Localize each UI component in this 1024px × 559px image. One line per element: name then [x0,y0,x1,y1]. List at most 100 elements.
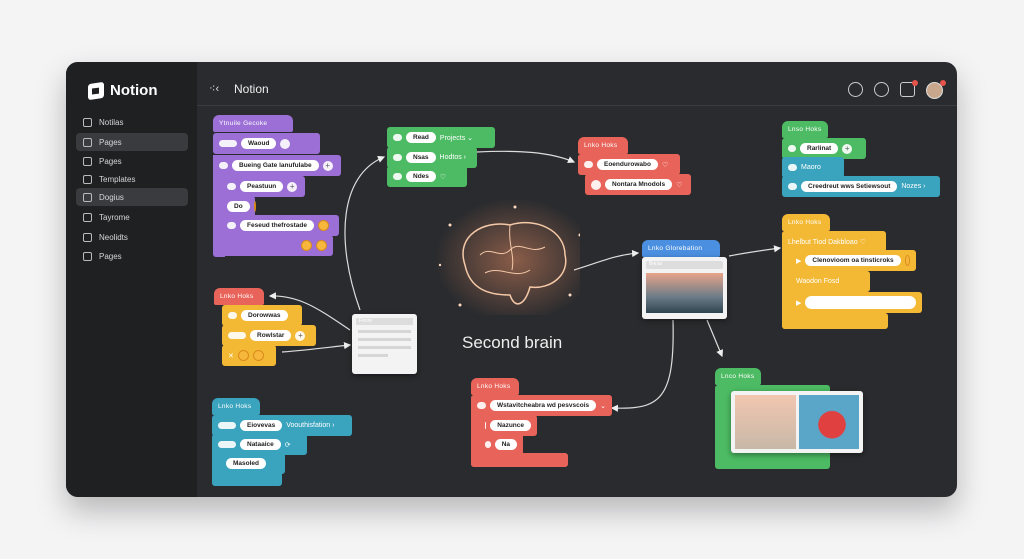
photo-card[interactable] [731,391,863,453]
block[interactable]: Ndes♡ [387,166,467,187]
block[interactable]: Waoud [213,133,320,154]
inbox-icon[interactable] [900,80,918,97]
block-input[interactable]: Masoled [226,458,267,469]
avatar[interactable] [926,80,946,99]
block[interactable]: Peastuun+ [221,176,305,197]
block-hat[interactable]: Lnko Glorebation [642,240,720,257]
block[interactable]: Eoendurowabo♡ [578,154,680,175]
chat-icon[interactable] [874,82,889,97]
block[interactable] [212,472,282,486]
block-input[interactable]: Na [494,439,517,450]
emoji-icon [301,240,312,251]
header: ⁖‹ Notion [197,72,957,106]
block-hat[interactable]: Lnko Hoks [471,378,519,395]
block-hat[interactable]: Lnso Hoks [782,121,828,138]
block[interactable]: Nazunce [479,415,537,436]
block-input[interactable]: Creedreut wws Setiewsout [801,181,898,192]
block-hat[interactable]: Ytnuile Gecoke [213,115,293,132]
sidebar-item-label: Pages [99,156,122,166]
sidebar-item-tayrome[interactable]: Tayrome [76,208,188,226]
block[interactable]: Masoled [220,453,285,474]
block-input[interactable]: Do [227,201,250,212]
block-input[interactable]: Nazunce [490,420,531,431]
sidebar-item-label: Templates [99,174,136,184]
block-hat[interactable]: Lnko Hoks [782,214,830,231]
block-input[interactable]: Nsas [406,152,436,163]
search-icon[interactable] [848,82,863,97]
block-input[interactable]: Bueing Gate lanufulabe [232,160,319,171]
block[interactable]: Bueing Gate lanufulabe+ [213,155,341,176]
arrow [344,155,386,311]
block[interactable]: Nontara Mnodols♡ [585,174,691,195]
block-hat[interactable]: Lnko Hoks [214,288,264,305]
block[interactable]: Wstavitcheabra wd pesvscois⌄ [471,395,612,416]
block-input-empty[interactable] [805,296,916,309]
home-icon [83,137,92,147]
block[interactable]: ▶ [790,292,922,313]
plus-icon[interactable]: + [322,160,333,171]
card-title-bar: Fonre [356,318,413,325]
block-input[interactable]: Rowlstar [250,330,292,341]
block-input[interactable]: Read [406,132,436,143]
sidebar-item-label: Neolidts [99,232,128,242]
sidebar-item-dogius[interactable]: Dogius [76,188,188,206]
plus-icon[interactable]: + [842,143,853,154]
card-title-bar: Bnnar [646,261,723,269]
block[interactable]: Waodon Fosd [790,271,870,292]
heart-photo [798,395,859,449]
image-card[interactable]: Bnnar [642,257,727,319]
block-label: Projects ⌄ [439,134,474,142]
block[interactable]: Rowlstar+ [222,325,316,346]
block[interactable]: Lhelbut Tiod Dakbloao ♡ [782,231,886,252]
sidebar-item-pages-3[interactable]: Pages [76,247,188,265]
plus-icon[interactable]: + [287,181,298,192]
block-hat[interactable]: Lnko Hoks [578,137,628,154]
sidebar-item-templates[interactable]: Templates [76,170,188,188]
block-input[interactable]: Dorowwas [241,310,288,321]
block-label: Hodtos › [439,154,467,161]
block[interactable]: Feseud thefrostade [221,215,339,236]
block[interactable] [782,313,888,329]
block[interactable]: ▶Clenovioom oa tinsticroks [790,250,916,271]
sidebar-item-pages-2[interactable]: Pages [76,152,188,170]
sidebar-item-neolidts[interactable]: Neolidts [76,228,188,246]
block-input[interactable]: Clenovioom oa tinsticroks [805,255,901,266]
block[interactable] [213,235,333,256]
document-card[interactable]: Fonre [352,314,417,374]
block[interactable] [471,453,568,467]
block-input[interactable]: Eoendurowabo [597,159,658,170]
block[interactable]: Dorowwas [222,305,302,326]
block[interactable]: Nataaice⟳ [212,434,307,455]
sidebar-item-pages[interactable]: Pages [76,133,188,151]
block-input[interactable]: Feseud thefrostade [240,220,314,231]
shuffle-icon: ✕ [228,352,234,360]
block-hat[interactable]: Lnco Hoks [715,368,761,385]
block-input[interactable]: Waoud [241,138,277,149]
sidebar-item-label: Pages [99,137,122,147]
block-input[interactable]: Peastuun [240,181,284,192]
block[interactable]: Na [479,434,523,455]
block[interactable]: Rarlinat+ [782,138,866,159]
chevron-down-icon[interactable]: ⌄ [600,402,606,410]
block[interactable]: Do [221,196,256,217]
block-input[interactable]: Nontara Mnodols [605,179,673,190]
block-input[interactable]: Nataaice [240,439,281,450]
arrow [728,245,782,257]
sidebar-item-notilas[interactable]: Notilas [76,113,188,131]
block[interactable]: Maoro [782,157,844,178]
block-input[interactable]: Rarlinat [800,143,839,154]
block-input[interactable]: Wstavitcheabra wd pesvscois [490,400,597,411]
block-hat[interactable]: Lnko Hoks [212,398,260,415]
block[interactable]: ✕ [222,345,276,366]
plus-icon[interactable]: + [295,330,306,341]
block-input[interactable]: Eiovevas [240,420,283,431]
block-label: Nozes › [901,183,926,190]
notification-badge [940,80,946,86]
block-input[interactable]: Ndes [406,171,436,182]
collapse-icon[interactable]: ⁖‹ [209,83,220,95]
